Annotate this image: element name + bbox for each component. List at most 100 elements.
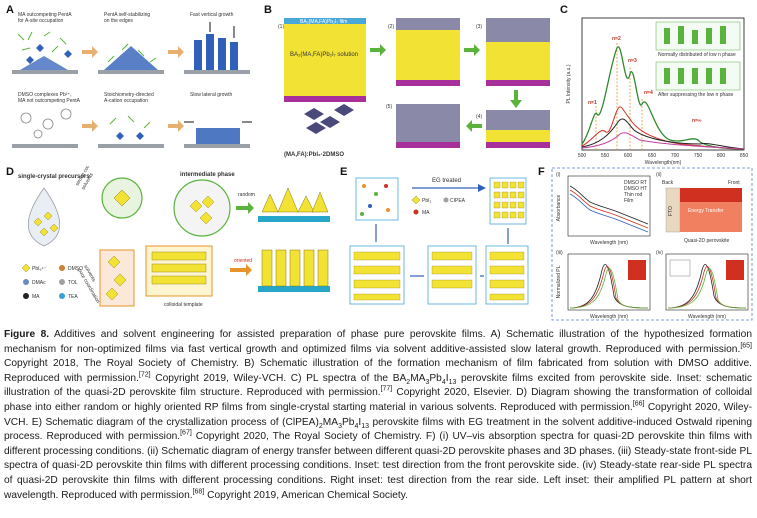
caption-segment: 2 [406, 378, 411, 386]
f-back-label: Back [662, 180, 674, 186]
panel-e: E EG treated PbI₂ CIPEA MA [340, 166, 530, 318]
d-droplet-crystals [33, 211, 59, 237]
c-tick-800: 800 [717, 153, 726, 159]
panel-c-label: C [560, 4, 568, 16]
a-arrow-bot-1 [82, 120, 98, 132]
f-legend-3: Thin rod [624, 192, 643, 198]
figure-caption: Figure 8. Additives and solvent engineer… [4, 328, 752, 503]
b-film-top-layer [284, 18, 366, 24]
c-curve-magenta [581, 132, 745, 150]
a-top-left-line1: MA outcompeting PentA [18, 12, 72, 18]
d-legend-dmso: DMSO [68, 266, 83, 272]
c-n3: n=3 [628, 58, 637, 64]
b-arrow-3 [510, 90, 522, 108]
f-iii-xlabel: Wavelength (nm) [590, 314, 628, 320]
a-top-right: Fast vertical growth [190, 12, 234, 18]
a-substrate-1 [12, 70, 78, 74]
a-substrate-2 [98, 70, 164, 74]
d-legend-pbi6: PbI₆⁴⁻ [32, 266, 47, 272]
f-i-frame [567, 175, 651, 237]
f-iii-inset [628, 260, 646, 280]
caption-segment: MA [322, 416, 339, 428]
f-iv-right-inset [726, 260, 744, 280]
panel-d-diagram: single-crystal precursors PbI₆⁴⁻ DMSO DM… [18, 166, 330, 308]
e-box-2-grid [493, 181, 525, 219]
e-eg-treated: EG treated [432, 178, 461, 184]
a-substrate-6 [184, 144, 250, 148]
a-top-mid-line2: on the edges [104, 18, 133, 24]
a-arrow-bot-2 [168, 120, 184, 132]
f-i-curve-red [569, 189, 649, 229]
caption-segment: 4 [441, 378, 446, 386]
panel-b-label: B [264, 4, 272, 16]
a-arrow-top-1 [82, 46, 98, 58]
d-legend-tol: TOL [68, 280, 78, 286]
f-i-curve-black [569, 185, 649, 225]
caption-segment: Pb [341, 416, 355, 428]
panel-b-diagram: (1) BA₂(MA,FA)Pb₂I₇ film BA₂(MA,FA)Pb₂I₇… [278, 18, 550, 158]
d-legend-dmac: DMAc [32, 280, 46, 286]
b-substrate-2 [396, 80, 460, 86]
caption-segment: Additives and solvent engineering for as… [4, 329, 752, 355]
caption-segment: [68] [192, 488, 205, 496]
b-top-film-text: BA₂(MA,FA)Pb₂I₇ film [300, 19, 347, 25]
c-tick-500: 500 [578, 153, 587, 159]
panel-f-diagram: (i) Absorbance Wavelength (nm) DMSO RT D… [551, 167, 753, 321]
b-molecule-icon [304, 104, 354, 134]
f-i-xlabel: Wavelength (nm) [590, 240, 628, 246]
caption-segment: Copyright 2020, Wiley-VCH. E) Schematic … [4, 401, 752, 428]
f-iii-curve-green [569, 268, 649, 309]
b-molecule-label: (MA,FA):PbI₂·2DMSO [284, 152, 344, 158]
panel-a: A MA outcompeting PentA for A-site occup… [4, 4, 256, 154]
c-tick-550: 550 [601, 153, 610, 159]
caption-segment: Pb [429, 372, 442, 384]
panel-e-label: E [340, 166, 348, 178]
caption-segment: 3 [425, 378, 430, 386]
d-arrow-oriented [230, 264, 252, 276]
caption-segment: [72] [138, 371, 151, 379]
c-n4: n=4 [644, 90, 653, 96]
a-bot-left-line2: MA not outcompeting PentA [18, 98, 81, 104]
f-legend-1: DMSO RT [624, 180, 647, 186]
d-precursor-label: single-crystal precursors [18, 174, 90, 180]
e-legend-pbi2: PbI₂ [422, 198, 432, 204]
b-step-2: (2) [388, 24, 394, 30]
panel-d-label: D [6, 166, 14, 178]
c-tick-700: 700 [671, 153, 680, 159]
f-i-legend: DMSO RT DMSO HT Thin rod Film [624, 180, 647, 204]
b-solution-text: BA₂(MA,FA)Pb₂I₇ solution [290, 52, 358, 58]
caption-segment: MA [410, 372, 426, 384]
a-substrate-3 [184, 70, 250, 74]
f-quasi-label: Quasi-2D perovskite [684, 238, 730, 244]
d-colloid-block [145, 245, 213, 297]
c-inset-top-text: Normally distributed of low n phase [658, 52, 736, 58]
d-legend-ma: MA [32, 294, 40, 300]
f-front-label: Front [728, 180, 740, 186]
a-bot-left-line1: DMSO complexes Pb²⁺, [18, 92, 72, 98]
c-ylabel: PL Intensity (a.u.) [566, 64, 572, 103]
b-step-3: (3) [476, 24, 482, 30]
caption-segment: Copyright 2020, The Royal Society of Che… [4, 431, 752, 501]
panel-c-chart: PL Intensity (a.u.) Wavelength(nm) 500 5… [566, 17, 748, 166]
b-substrate-5 [396, 142, 460, 148]
d-oriented-film [258, 249, 330, 292]
caption-segment: [67] [180, 429, 192, 437]
caption-segment: [66] [632, 400, 645, 408]
c-inset-bottom-text: After suppressing the low n phase [658, 92, 734, 98]
f-sub-iv: (iv) [656, 250, 663, 256]
panel-f-label: F [538, 166, 545, 178]
a-arrow-top-2 [168, 46, 184, 58]
e-legend-cipea: CIPEA [450, 198, 466, 204]
a-substrate-5 [98, 144, 164, 148]
caption-segment: 13 [448, 378, 457, 386]
a-octahedra-top-left [26, 44, 72, 64]
caption-segment: 13 [361, 422, 369, 430]
panel-b: B (1) BA₂(MA,FA)Pb₂I₇ film BA₂(MA,FA)Pb₂… [264, 4, 554, 162]
a-octahedra-bottom-mid [116, 132, 144, 140]
c-inset: Normally distributed of low n phase Afte… [655, 21, 741, 98]
e-box-3-layers [353, 251, 401, 301]
a-molecules-top-left [17, 31, 67, 53]
d-bottom-box [99, 249, 135, 307]
d-random-film [258, 187, 330, 222]
e-legend: PbI₂ CIPEA MA [411, 195, 466, 216]
